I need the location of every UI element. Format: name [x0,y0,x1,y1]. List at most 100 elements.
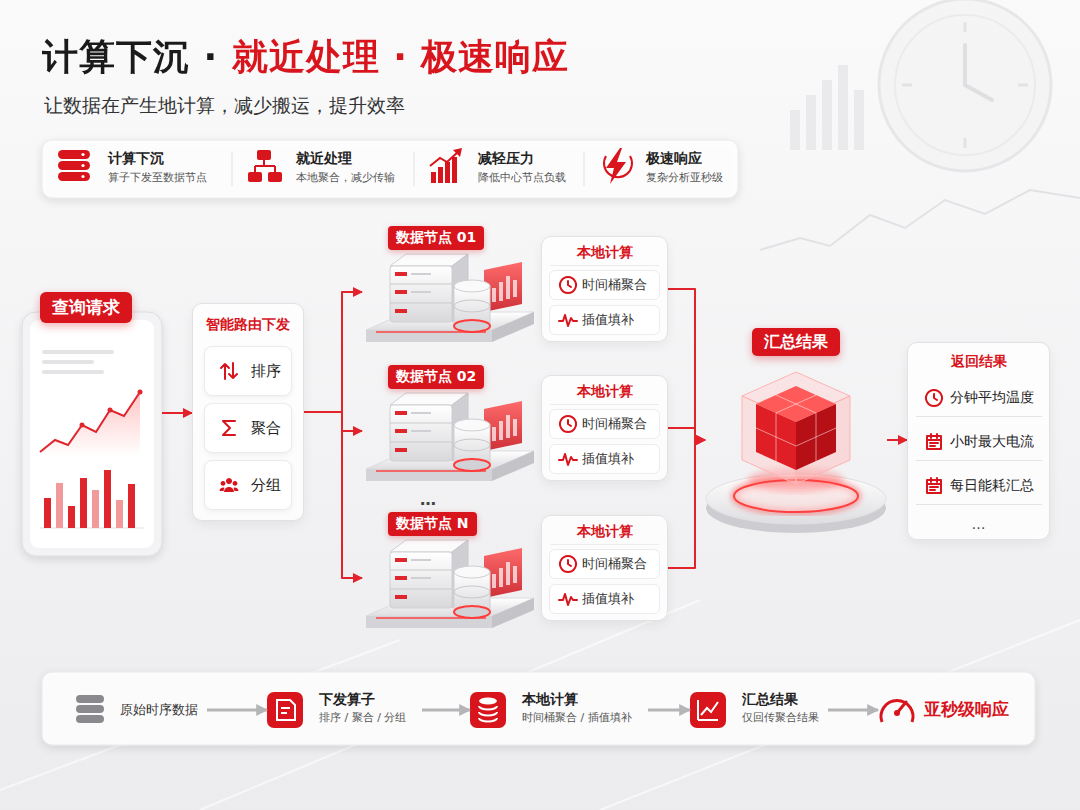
clock-watermark-part [902,22,1028,148]
item-heading: 时间桶聚合 [582,277,647,293]
flow-step: 下发算子排序 / 聚合 / 分组 [267,690,422,730]
local-compute-box: 本地计算时间桶聚合插值填补 [541,236,668,342]
bar-watermark-part [790,110,800,150]
ritem-heading: 每日能耗汇总 [950,477,1034,495]
pressure-chart-icon [430,148,462,183]
clock-icon [558,554,578,574]
tablet-screen-part [108,408,113,413]
pressure-chart-icon-part [438,167,443,183]
lightning-icon-part [606,148,626,184]
compute-item: 时间桶聚合 [549,270,660,300]
flow-arrow [207,709,267,712]
pressure-chart-icon-part [445,162,450,183]
sub-heading: 聚合 [251,419,281,438]
pressure-chart-icon-part [431,172,436,183]
gauge-heading: 亚秒级响应 [924,699,1009,720]
raw-data-icon [76,695,104,723]
tablet-screen-part [56,483,63,528]
hierarchy-icon-part [248,172,262,182]
feature-desc: 本地聚合，减少传输 [296,171,395,185]
flow-arrow [304,412,362,431]
feature-desc: 复杂分析亚秒级 [646,171,723,185]
database-icon-part [58,150,90,159]
server-heading: 数据节点 01 [388,226,484,250]
step2-heading: 本地计算 [522,691,578,709]
sort-icon-path [221,363,237,379]
aggregator-illustration [706,372,886,533]
step2-detail: 排序 / 聚合 / 分组 [319,711,406,725]
pressure-chart-icon-part [452,157,457,183]
wave-icon-path [559,454,577,465]
summary-icon [690,692,726,728]
data-node: 数据节点 02 [362,365,534,497]
step2-detail: 时间桶聚合 / 插值填补 [522,711,632,725]
local-compute-icon [470,692,506,728]
raw-data-icon-part [76,695,104,703]
routing-box: 智能路由下发排序聚合分组 [192,303,304,521]
return-heading: 返回结果 [951,353,1007,371]
flow-arrow [668,428,705,440]
local-compute-icon-part [470,692,506,728]
tablet-screen-part [116,500,123,528]
gauge-icon [881,700,913,722]
wave-icon-path [559,315,577,326]
light-streaks [0,600,1080,810]
flow-step: 原始时序数据 [72,690,207,730]
compute-item: 插值填补 [549,305,660,335]
clock-watermark-part [965,45,992,100]
cube-heading: 汇总结果 [752,328,840,356]
feature-title: 减轻压力 [478,150,534,168]
tablet-heading: 查询请求 [40,292,132,323]
server-heading: 数据节点 N [388,512,477,536]
hierarchy-icon-part [268,172,282,182]
flow-step: 汇总结果仅回传聚合结果 [690,690,828,730]
local-compute-icon-part [479,706,497,722]
raw-data-icon-part [76,715,104,723]
database-icon [58,150,90,181]
server-illustration [366,540,534,628]
clock-icon-path [560,556,576,572]
box-divider [550,404,659,405]
server-illustration [366,393,534,481]
feature-strip [42,140,738,198]
line-watermark [760,190,1080,250]
operator-box: 聚合 [204,403,292,453]
flow-arrow [648,709,690,712]
clock-watermark [879,0,1051,171]
cal-icon [924,432,944,452]
sub-heading: 排序 [251,362,281,381]
result-aggregator: 汇总结果 [705,328,887,533]
clock-icon [558,414,578,434]
flow-step: 本地计算时间桶聚合 / 插值填补 [470,690,648,730]
aggregator-illustration-part [756,395,836,461]
summary-icon-part [698,700,718,720]
dispatch-icon-part [277,700,295,720]
feature-title: 计算下沉 [108,150,164,168]
bar-watermark [790,65,864,150]
feature-title: 极速响应 [646,150,702,168]
local-compute-box: 本地计算时间桶聚合插值填补 [541,375,668,481]
dispatch-icon-part [281,708,290,713]
feature-title: 就近处理 [296,150,352,168]
local-compute-box: 本地计算时间桶聚合插值填补 [541,515,668,621]
item-heading: 时间桶聚合 [582,416,647,432]
box-divider [550,544,659,545]
clock-icon [924,388,944,408]
flow-arrow [304,292,362,412]
compute-item: 插值填补 [549,584,660,614]
raw-data-icon-part [76,705,104,713]
data-node: 数据节点 01 [362,226,534,358]
clock-icon-path [926,390,942,406]
flow-arrow [887,439,907,441]
step2-heading: 下发算子 [319,691,375,709]
tablet-screen-part [44,498,51,528]
bar-watermark-part [806,95,816,150]
item-heading: 插值填补 [582,451,634,467]
tablet-screen [40,350,144,528]
flow-arrow [304,412,362,578]
tablet-screen-part [68,506,75,528]
result-item: 小时最大电流 [916,423,1042,461]
